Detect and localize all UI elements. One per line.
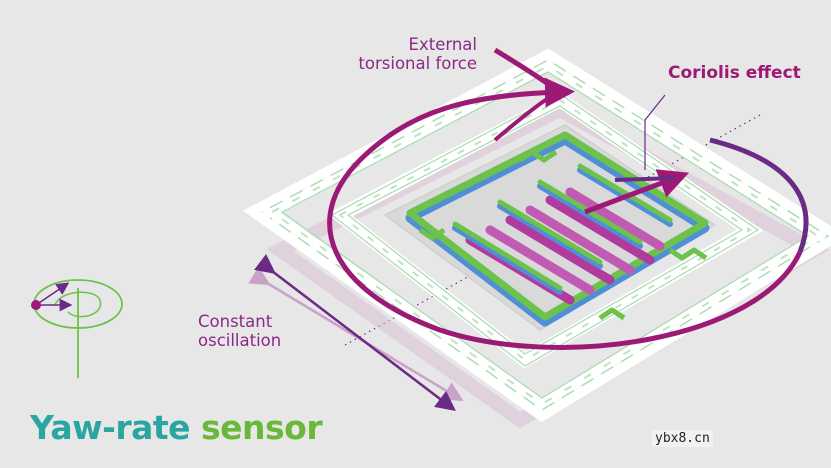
torsional-force-hook [493,47,562,95]
coriolis-effect-label: Coriolis effect [668,63,801,83]
coriolis-arrow-top [614,176,676,182]
torsional-force-ellipse-back [709,137,809,253]
coriolis-leader-line [644,94,666,170]
page-title: Yaw-rate sensor [30,408,323,447]
coriolis-arrow [584,169,690,215]
comb-structure [405,131,710,327]
yaw-rate-icon [31,279,123,378]
external-torsional-force-label: External torsional force [358,35,477,73]
watermark: ybx8.cn [652,430,713,447]
title-part-sensor: sensor [190,408,323,447]
title-part-yaw-rate: Yaw-rate [30,408,191,447]
oscillation-arrow [253,253,456,412]
constant-oscillation-label: Constant oscillation [198,312,282,350]
